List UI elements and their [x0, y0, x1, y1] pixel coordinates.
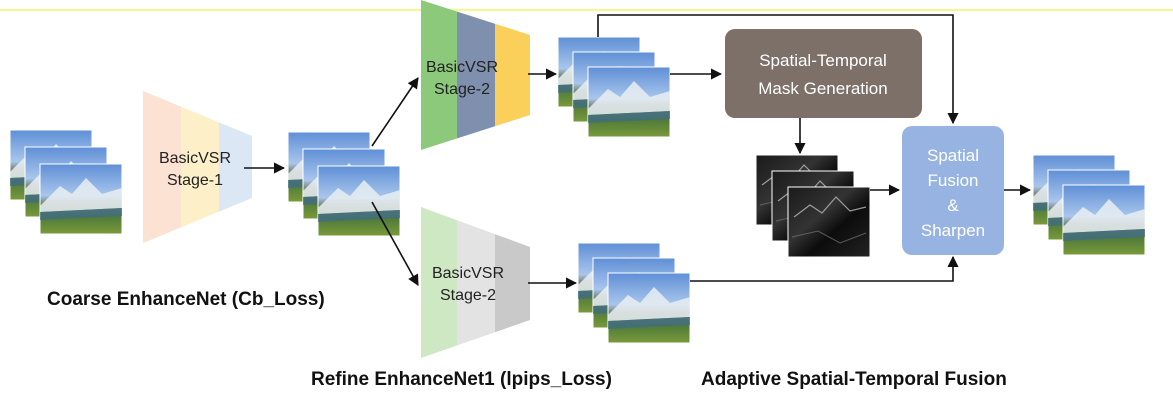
connection-arrows — [244, 14, 1032, 289]
input-frame-stack — [9, 129, 123, 235]
fusion-block-label-4: Sharpen — [921, 221, 985, 240]
caption-coarse: Coarse EnhanceNet (Cb_Loss) — [47, 289, 325, 310]
coarse-output-stack — [287, 131, 401, 237]
arrow-to-refine0 — [371, 77, 419, 147]
final-output-stack — [1032, 154, 1146, 256]
refine0-basicvsr-block: BasicVSR Stage-2 — [421, 0, 530, 150]
coarse-basicvsr-block: BasicVSR Stage-1 — [143, 91, 252, 243]
mask-stack — [755, 154, 871, 258]
refine0-output-stack — [557, 36, 671, 138]
fusion-block-label-1: Spatial — [927, 146, 979, 165]
caption-refine1: Refine EnhanceNet1 (lpips_Loss) — [311, 369, 612, 390]
refine0-block-label-1: BasicVSR — [426, 59, 498, 76]
refine0-block-label-2: Stage-2 — [434, 81, 490, 98]
arrow-refine1-to-fusion — [690, 255, 959, 282]
coarse-block-label-1: BasicVSR — [159, 150, 231, 167]
fusion-block-label-2: Fusion — [927, 171, 978, 190]
coarse-block-label-2: Stage-1 — [167, 172, 223, 189]
refine1-block-label-2: Stage-2 — [440, 287, 496, 304]
mask-block-label-1: Spatial-Temporal — [759, 51, 887, 70]
caption-fusion: Adaptive Spatial-Temporal Fusion — [701, 369, 1007, 390]
mask-block-label-2: Mask Generation — [758, 79, 887, 98]
arrow-refine0-to-fusion — [597, 14, 959, 125]
fusion-block-label-3: & — [947, 196, 959, 215]
arrow-to-refine1 — [371, 201, 419, 286]
top-accent-line — [0, 9, 1173, 11]
fusion-block: Spatial Fusion & Sharpen — [902, 126, 1004, 255]
refine1-block-label-1: BasicVSR — [432, 265, 504, 282]
refine1-output-stack — [577, 242, 691, 344]
mask-generation-block: Spatial-Temporal Mask Generation — [725, 29, 922, 118]
refine1-basicvsr-block: BasicVSR Stage-2 — [421, 207, 530, 358]
